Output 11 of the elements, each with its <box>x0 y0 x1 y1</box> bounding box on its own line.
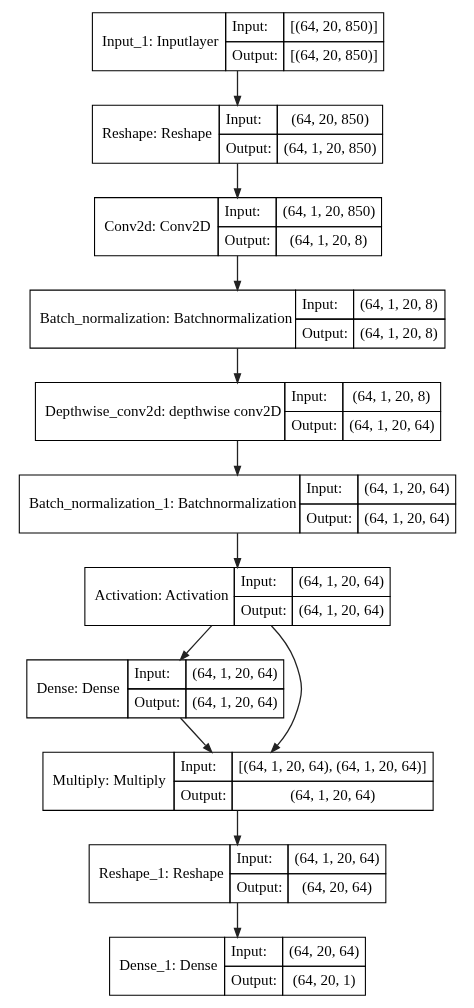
arrow <box>178 624 212 662</box>
arrow <box>233 255 241 292</box>
arrow <box>179 717 213 754</box>
arrow <box>233 532 241 570</box>
arrow <box>233 70 241 108</box>
arrow <box>269 625 302 754</box>
arrow <box>233 440 241 477</box>
arrow <box>233 162 241 200</box>
arrow <box>233 902 241 940</box>
arrow <box>233 809 241 847</box>
arrow <box>233 347 241 385</box>
